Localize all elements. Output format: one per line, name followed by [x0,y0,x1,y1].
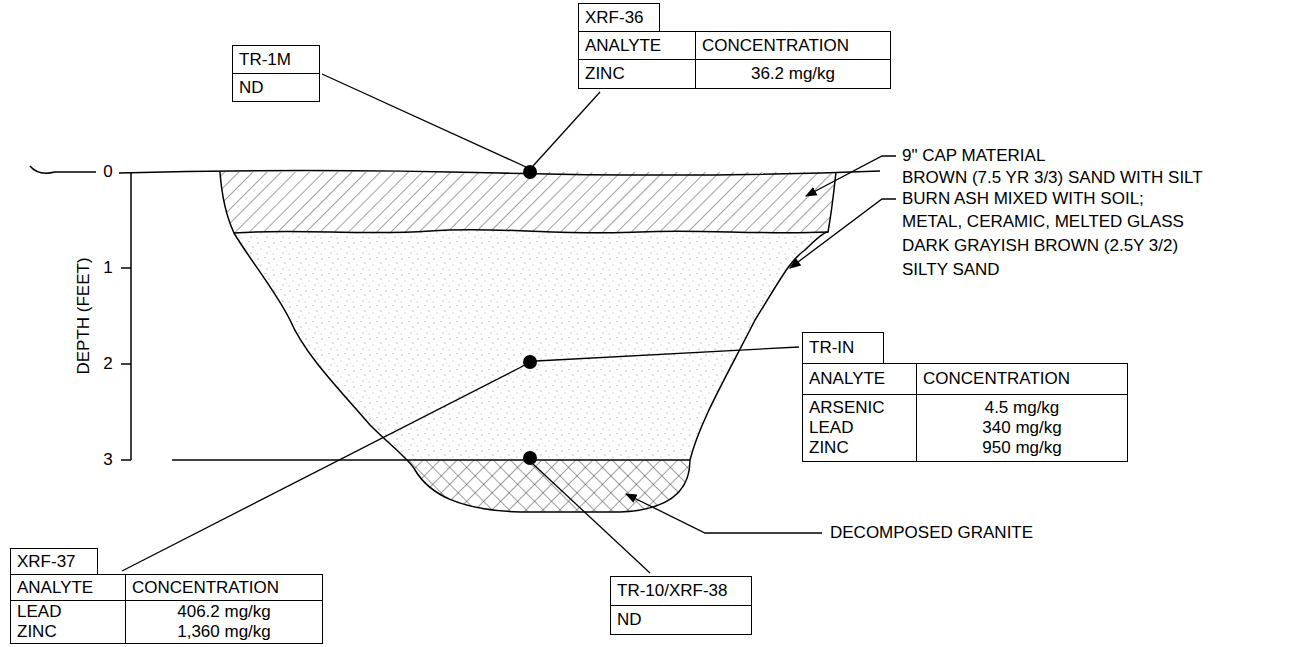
table-cell: ND [610,605,752,635]
layer-note: DARK GRAYISH BROWN (2.5Y 3/2) [902,236,1178,256]
table-cell: ZINC [578,59,696,89]
table-text: XRF-37 [17,552,76,572]
table-cell: TR-IN [802,332,884,364]
ground-surface [119,171,880,176]
table-text: ANALYTE [585,36,661,56]
result-table: TR-10/XRF-38ND [610,576,752,635]
table-text: ND [239,78,264,98]
layer-note: DECOMPOSED GRANITE [830,523,1033,543]
layer-note: BURN ASH MIXED WITH SOIL; [902,189,1144,209]
table-text: TR-1M [239,50,291,70]
table-text: 340 mg/kg [982,418,1061,438]
table-text: TR-IN [809,338,854,358]
table-cell: ND [232,73,320,102]
table-text: 1,360 mg/kg [177,622,271,642]
result-table: TR-1M ND [232,45,320,102]
table-cell: XRF-36 [578,3,660,32]
table-text: 950 mg/kg [982,438,1061,458]
axis-tick-label: 1 [103,258,112,278]
table-cell: TR-10/XRF-38 [610,576,752,606]
table-text: ANALYTE [17,578,93,598]
table-cell: ANALYTE [802,363,917,395]
table-text: CONCENTRATION [702,36,849,56]
layer-note: 9" CAP MATERIAL [902,146,1045,166]
axis-tick-label: 2 [103,354,112,374]
table-text: XRF-36 [585,8,644,28]
layer-note: BROWN (7.5 YR 3/3) SAND WITH SILT [902,168,1203,188]
table-cell: LEADZINC [10,600,126,644]
table-cell: CONCENTRATION [125,574,323,601]
table-text: ANALYTE [809,369,885,389]
pit-fill [200,160,860,520]
table-cell: CONCENTRATION [695,31,891,60]
table-cell: ANALYTE [10,574,126,601]
table-text: TR-10/XRF-38 [617,581,728,601]
table-cell: 406.2 mg/kg1,360 mg/kg [125,600,323,644]
table-text: ZINC [585,64,625,84]
table-text: 406.2 mg/kg [177,602,271,622]
pit-outline [220,172,836,512]
table-text: LEAD [809,418,853,438]
table-cell: 4.5 mg/kg340 mg/kg950 mg/kg [916,394,1128,462]
result-table: XRF-36ANALYTE CONCENTRATION ZINC 36.2 mg/kg [578,3,891,89]
table-text: 4.5 mg/kg [985,398,1060,418]
cap-contact [234,230,828,233]
axis-tick-label: 0 [103,162,112,182]
table-cell: CONCENTRATION [916,363,1128,395]
table-cell: TR-1M [232,45,320,74]
table-text: ZINC [809,438,849,458]
axis-title: DEPTH (FEET) [74,257,94,374]
table-text: CONCENTRATION [923,369,1070,389]
ground-surface [30,166,96,173]
result-table: XRF-37ANALYTECONCENTRATIONLEADZINC406.2 … [10,548,323,644]
table-cell: ANALYTE [578,31,696,60]
depth-axis [121,172,690,460]
table-text: ZINC [17,622,57,642]
leader-line [122,74,896,573]
sample-point [523,165,537,465]
table-text: ND [617,610,642,630]
table-cell: XRF-37 [10,548,98,575]
layer-note: METAL, CERAMIC, MELTED GLASS [902,212,1184,232]
table-text: CONCENTRATION [132,578,279,598]
table-text: 36.2 mg/kg [751,64,835,84]
table-cell: ARSENICLEADZINC [802,394,917,462]
result-table: TR-IN ANALYTE CONCENTRATION ARSENICLEADZINC… [802,332,1128,462]
table-text: ARSENIC [809,398,885,418]
table-cell: 36.2 mg/kg [695,59,891,89]
axis-tick-label: 3 [103,450,112,470]
table-text: LEAD [17,602,61,622]
layer-note: SILTY SAND [902,260,1000,280]
